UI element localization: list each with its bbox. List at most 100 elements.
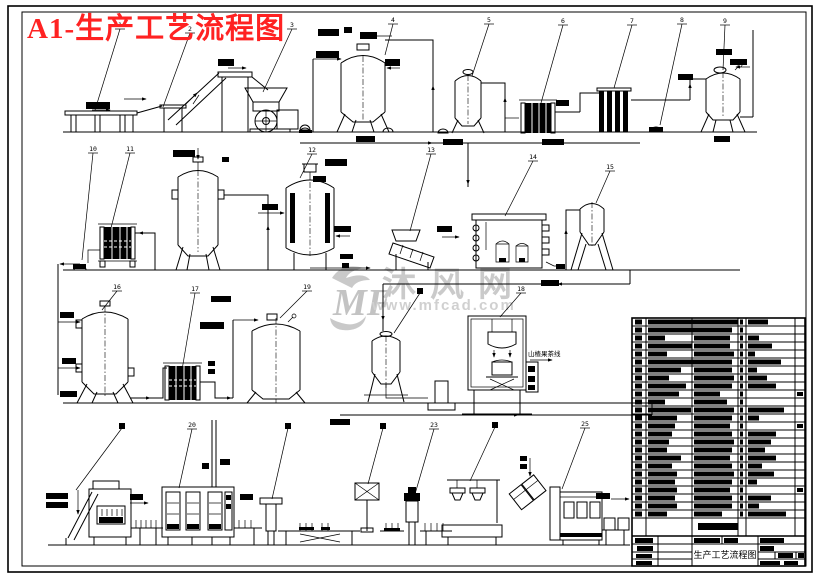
bom-row [632, 439, 805, 447]
capper-23 [380, 487, 420, 545]
callout: 3 [262, 21, 297, 93]
row3-feed-pipes [58, 312, 81, 397]
mixing-tank-19 [200, 296, 306, 404]
callout: 12 [299, 146, 317, 179]
bom-row [632, 479, 805, 487]
storage-tank-9 [678, 30, 754, 142]
bom-row [632, 503, 805, 511]
watermark-brand: 沐风网 [382, 266, 526, 304]
callout: 1 [94, 21, 125, 111]
callout-number: 12 [308, 146, 316, 154]
callout-number: 4 [391, 16, 395, 24]
callout-number: 20 [188, 421, 196, 429]
callout: 15 [595, 163, 615, 204]
bom-row [632, 367, 805, 375]
plate-heat-exchanger-17 [163, 362, 233, 401]
bottle-chute [46, 490, 99, 545]
callout-square [492, 422, 498, 428]
cone-bottom-tank [364, 331, 428, 403]
row3-equipment: 山楂果茶线 [58, 296, 655, 425]
callout: 6 [540, 17, 568, 104]
bom-row [632, 415, 805, 423]
row2-equipment [57, 148, 740, 395]
callout-number: 10 [89, 145, 97, 153]
bom-row [632, 423, 805, 431]
row4-equipment [46, 420, 630, 546]
callout: 10 [81, 145, 98, 261]
conveyor-2 [234, 494, 262, 545]
pump-8 [649, 126, 663, 133]
callout-square [380, 423, 386, 429]
callout: 25 [561, 420, 590, 490]
callout: 8 [659, 16, 687, 126]
bucket-elevator [167, 59, 269, 132]
callout-number: 11 [126, 145, 134, 153]
callout: 2 [162, 25, 195, 108]
callout-number: 1 [118, 21, 122, 29]
bom-row [632, 327, 805, 335]
callout: 19 [279, 283, 312, 319]
carton-feed [520, 456, 532, 477]
bom-row [632, 335, 805, 343]
callout-number: 16 [113, 283, 121, 291]
callout: 7 [613, 17, 637, 89]
callout: 18 [499, 285, 526, 318]
callout [367, 423, 386, 485]
storage-tank-16 [75, 300, 167, 404]
sterilizing-unit-14 [471, 213, 565, 269]
row3-transfer-pipe [330, 380, 653, 425]
drawing-title: A1-生产工艺流程图 [27, 12, 285, 45]
row2-transfer-pipe [381, 270, 631, 331]
mfcad-logo: MF [330, 266, 392, 331]
callout: 23 [414, 421, 439, 495]
bom-row [632, 399, 805, 407]
capping-unit [259, 497, 283, 545]
conveyor-3 [278, 523, 360, 545]
bom-row [632, 447, 805, 455]
callout-square [285, 423, 291, 429]
labeler [354, 482, 380, 533]
holding-tank [171, 148, 270, 271]
buffer-tank-5 [437, 69, 507, 134]
bom-row [632, 383, 805, 391]
bom-row [632, 487, 805, 495]
bom-row [632, 463, 805, 471]
watermark: MF 沐风网 www.mfcad.com [330, 266, 526, 331]
conveyor-4 [420, 523, 452, 545]
callout-number: 23 [430, 421, 438, 429]
plate-heat-exchanger-6 [505, 92, 600, 134]
callout: 4 [384, 16, 398, 56]
screw-separator-13 [310, 226, 460, 270]
conveyor-1 [131, 520, 163, 545]
framed-filler-18: 山楂果茶线 [462, 315, 561, 415]
drawing-border [7, 5, 813, 573]
titleblock-drawing-name: 生产工艺流程图 [693, 549, 756, 560]
mixing-tank-4 [312, 27, 435, 142]
crusher [244, 87, 312, 133]
callout: 13 [409, 146, 436, 232]
title-block: 生产工艺流程图 [632, 536, 805, 566]
pump-10 [57, 262, 87, 395]
callout-number: 15 [606, 163, 614, 171]
callout-square [119, 423, 125, 429]
bom-row [632, 343, 805, 351]
callout-number: 5 [487, 16, 491, 24]
callout [75, 423, 125, 491]
callout: 14 [504, 153, 538, 217]
callout: 16 [101, 283, 122, 311]
callout: 17 [181, 285, 200, 371]
callout: 11 [110, 145, 135, 229]
callout-number: 2 [188, 25, 192, 33]
flow-annotation: 山楂果茶线 [528, 349, 561, 358]
sorting-table [64, 102, 138, 132]
callout-number: 3 [290, 21, 294, 29]
bom-row [632, 455, 805, 463]
elevated-tank-15 [564, 202, 614, 271]
bom-row [632, 351, 805, 359]
callout-number: 25 [581, 420, 589, 428]
jacketed-reactor-12 [258, 159, 353, 270]
bom-rows [632, 319, 805, 519]
sterilizer-stack-7 [596, 87, 690, 132]
